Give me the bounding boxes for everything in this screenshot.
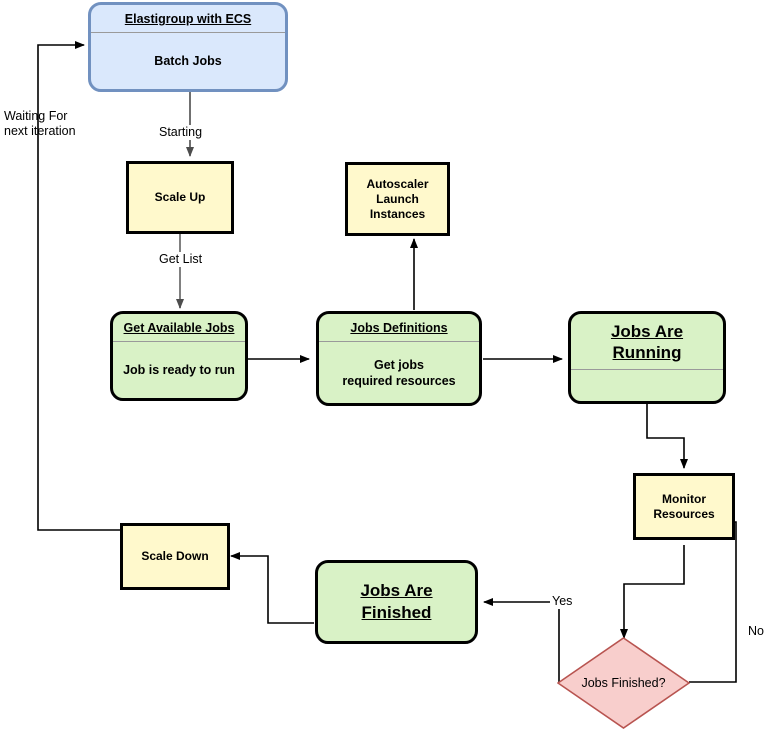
node-get-available-jobs[interactable]: Get Available Jobs Job is ready to run [110, 311, 248, 401]
node-jobs-are-running[interactable]: Jobs Are Running [568, 311, 726, 404]
node-jobs-are-finished[interactable]: Jobs Are Finished [315, 560, 478, 644]
node-jobs-definitions[interactable]: Jobs Definitions Get jobs required resou… [316, 311, 482, 406]
edge-decision-yes-to-finished [483, 598, 560, 682]
node-monitor-resources[interactable]: Monitor Resources [633, 473, 735, 540]
node-scale-up-label: Scale Up [154, 190, 206, 204]
node-jobs-definitions-title: Jobs Definitions [319, 314, 479, 342]
edge-label-yes: Yes [550, 594, 575, 609]
node-scale-down[interactable]: Scale Down [120, 523, 230, 590]
node-get-available-jobs-body: Job is ready to run [123, 363, 235, 377]
node-jobs-finished-decision[interactable]: Jobs Finished? [557, 637, 690, 729]
node-jobs-are-running-body [571, 370, 723, 401]
decision-diamond-shape [557, 637, 690, 729]
edge-monitor-to-decision [620, 545, 685, 639]
node-autoscaler-launch-instances[interactable]: Autoscaler Launch Instances [345, 162, 450, 236]
node-monitor-resources-label: Monitor Resources [653, 491, 715, 521]
node-jobs-definitions-body: Get jobs required resources [342, 357, 456, 388]
edge-label-starting: Starting [157, 125, 205, 140]
edge-label-get-list: Get List [157, 252, 205, 267]
edge-decision-no-to-monitor [689, 518, 737, 683]
node-elastigroup-with-ecs[interactable]: Elastigroup with ECS Batch Jobs [88, 2, 288, 92]
decision-label: Jobs Finished? [581, 675, 666, 690]
node-elastigroup-body: Batch Jobs [154, 54, 222, 68]
edge-finished-to-scaledown [230, 552, 314, 624]
node-scale-down-label: Scale Down [141, 549, 209, 563]
node-get-available-jobs-title: Get Available Jobs [113, 314, 245, 342]
node-scale-up[interactable]: Scale Up [126, 161, 234, 234]
edge-label-no: No [746, 624, 766, 639]
node-autoscaler-label: Autoscaler Launch Instances [366, 176, 429, 221]
node-jobs-are-running-title: Jobs Are Running [571, 314, 723, 370]
node-elastigroup-title: Elastigroup with ECS [91, 5, 285, 33]
edge-label-waiting-for-next-iteration: Waiting For next iteration [4, 109, 76, 138]
edge-running-to-monitor [646, 404, 688, 469]
node-jobs-are-finished-label: Jobs Are Finished [360, 581, 433, 622]
